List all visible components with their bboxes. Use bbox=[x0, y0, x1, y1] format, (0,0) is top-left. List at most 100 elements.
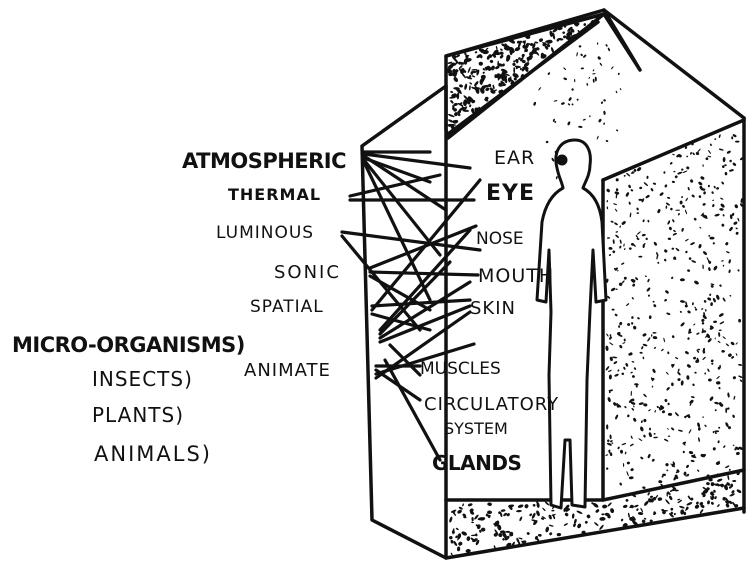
stipple-dot bbox=[665, 462, 670, 467]
stipple-dot bbox=[693, 323, 696, 326]
stipple-dot bbox=[708, 378, 712, 381]
stipple-dot bbox=[581, 67, 584, 69]
stipple-dot bbox=[718, 387, 721, 390]
stipple-dot bbox=[538, 87, 542, 91]
stipple-dot bbox=[732, 162, 737, 167]
stipple-dot bbox=[533, 102, 537, 107]
stipple-dot bbox=[703, 300, 706, 304]
stipple-dot bbox=[609, 342, 614, 346]
stipple-dot bbox=[611, 66, 614, 70]
stipple-dot bbox=[636, 508, 639, 511]
stipple-dot bbox=[623, 175, 626, 177]
stipple-dot bbox=[697, 469, 700, 472]
stipple-dot bbox=[638, 512, 644, 515]
stipple-dot bbox=[624, 277, 627, 280]
stipple-dot bbox=[452, 530, 456, 534]
stipple-dot bbox=[686, 363, 691, 368]
stipple-dot bbox=[469, 82, 473, 85]
stipple-dot bbox=[674, 412, 679, 417]
stipple-dot bbox=[562, 31, 565, 34]
stipple-dot bbox=[665, 499, 671, 505]
stipple-dot bbox=[657, 497, 662, 501]
stipple-dot bbox=[603, 99, 606, 102]
stipple-dot bbox=[632, 417, 637, 422]
stipple-dot bbox=[688, 429, 691, 434]
stipple-dot bbox=[713, 265, 718, 271]
stipple-dot bbox=[642, 234, 646, 237]
stipple-dot bbox=[667, 197, 671, 200]
stipple-dot bbox=[725, 465, 730, 469]
stipple-dot bbox=[645, 237, 648, 240]
stipple-dot bbox=[606, 333, 609, 337]
stipple-dot bbox=[724, 164, 727, 166]
stipple-dot bbox=[728, 226, 733, 232]
stipple-dot bbox=[700, 176, 705, 181]
stipple-dot bbox=[665, 202, 670, 206]
stipple-dot bbox=[697, 422, 701, 428]
label-mouth: MOUTH bbox=[478, 265, 554, 287]
stipple-dot bbox=[609, 254, 612, 257]
stipple-dot bbox=[732, 444, 734, 446]
stipple-dot bbox=[651, 334, 653, 337]
stipple-dot bbox=[722, 165, 725, 168]
stipple-dot bbox=[677, 378, 681, 382]
stipple-dot bbox=[686, 166, 690, 170]
stipple-dot bbox=[603, 111, 606, 115]
stipple-dot bbox=[690, 460, 694, 463]
stipple-dot bbox=[621, 220, 626, 225]
stipple-dot bbox=[513, 67, 515, 74]
stipple-dot bbox=[636, 231, 641, 235]
stipple-dot bbox=[606, 424, 608, 429]
stipple-dot bbox=[621, 372, 624, 375]
stipple-dot bbox=[705, 157, 708, 160]
stipple-dot bbox=[631, 361, 634, 363]
stipple-dot bbox=[643, 419, 646, 423]
stipple-dot bbox=[638, 256, 642, 258]
stipple-dot bbox=[631, 316, 634, 319]
stipple-dot bbox=[672, 154, 675, 156]
stipple-dot bbox=[466, 536, 471, 541]
stipple-dot bbox=[719, 148, 724, 151]
stipple-dot bbox=[619, 344, 623, 348]
stipple-dot bbox=[719, 329, 722, 331]
stipple-dot bbox=[583, 23, 586, 26]
stipple-dot bbox=[709, 237, 714, 240]
stipple-dot bbox=[633, 405, 635, 407]
stipple-dot bbox=[663, 338, 665, 343]
stipple-dot bbox=[685, 301, 688, 305]
stipple-dot bbox=[690, 152, 693, 155]
stipple-dot bbox=[646, 176, 648, 179]
stipple-dot bbox=[549, 524, 554, 527]
stipple-dot bbox=[673, 230, 676, 233]
stipple-dot bbox=[630, 189, 633, 192]
stipple-dot bbox=[690, 242, 695, 246]
stipple-dot bbox=[645, 194, 650, 198]
stipple-dot bbox=[646, 287, 651, 292]
stipple-dot bbox=[681, 196, 684, 198]
stipple-dot bbox=[677, 498, 681, 500]
stipple-dot bbox=[686, 501, 693, 506]
stipple-dot bbox=[603, 122, 605, 125]
stipple-dot bbox=[691, 194, 695, 198]
stipple-dot bbox=[659, 192, 664, 197]
stipple-dot bbox=[631, 322, 634, 325]
stipple-dot bbox=[664, 184, 668, 188]
stipple-dot bbox=[640, 456, 644, 460]
stipple-dot bbox=[616, 178, 619, 182]
stipple-dot bbox=[501, 509, 506, 512]
stipple-dot bbox=[613, 239, 615, 244]
stipple-dot bbox=[609, 434, 611, 439]
stipple-dot bbox=[538, 38, 543, 43]
stipple-dot bbox=[693, 280, 699, 285]
stipple-dot bbox=[631, 297, 634, 300]
stipple-dot bbox=[578, 126, 583, 129]
stipple-dot bbox=[628, 513, 631, 518]
stipple-dot bbox=[463, 516, 467, 518]
stipple-dot bbox=[482, 50, 489, 54]
stipple-dot bbox=[732, 480, 736, 482]
stipple-dot bbox=[576, 523, 581, 529]
stipple-dot bbox=[610, 508, 615, 514]
stipple-dot bbox=[702, 203, 706, 207]
stipple-dot bbox=[733, 396, 735, 400]
stipple-dot bbox=[462, 503, 465, 506]
